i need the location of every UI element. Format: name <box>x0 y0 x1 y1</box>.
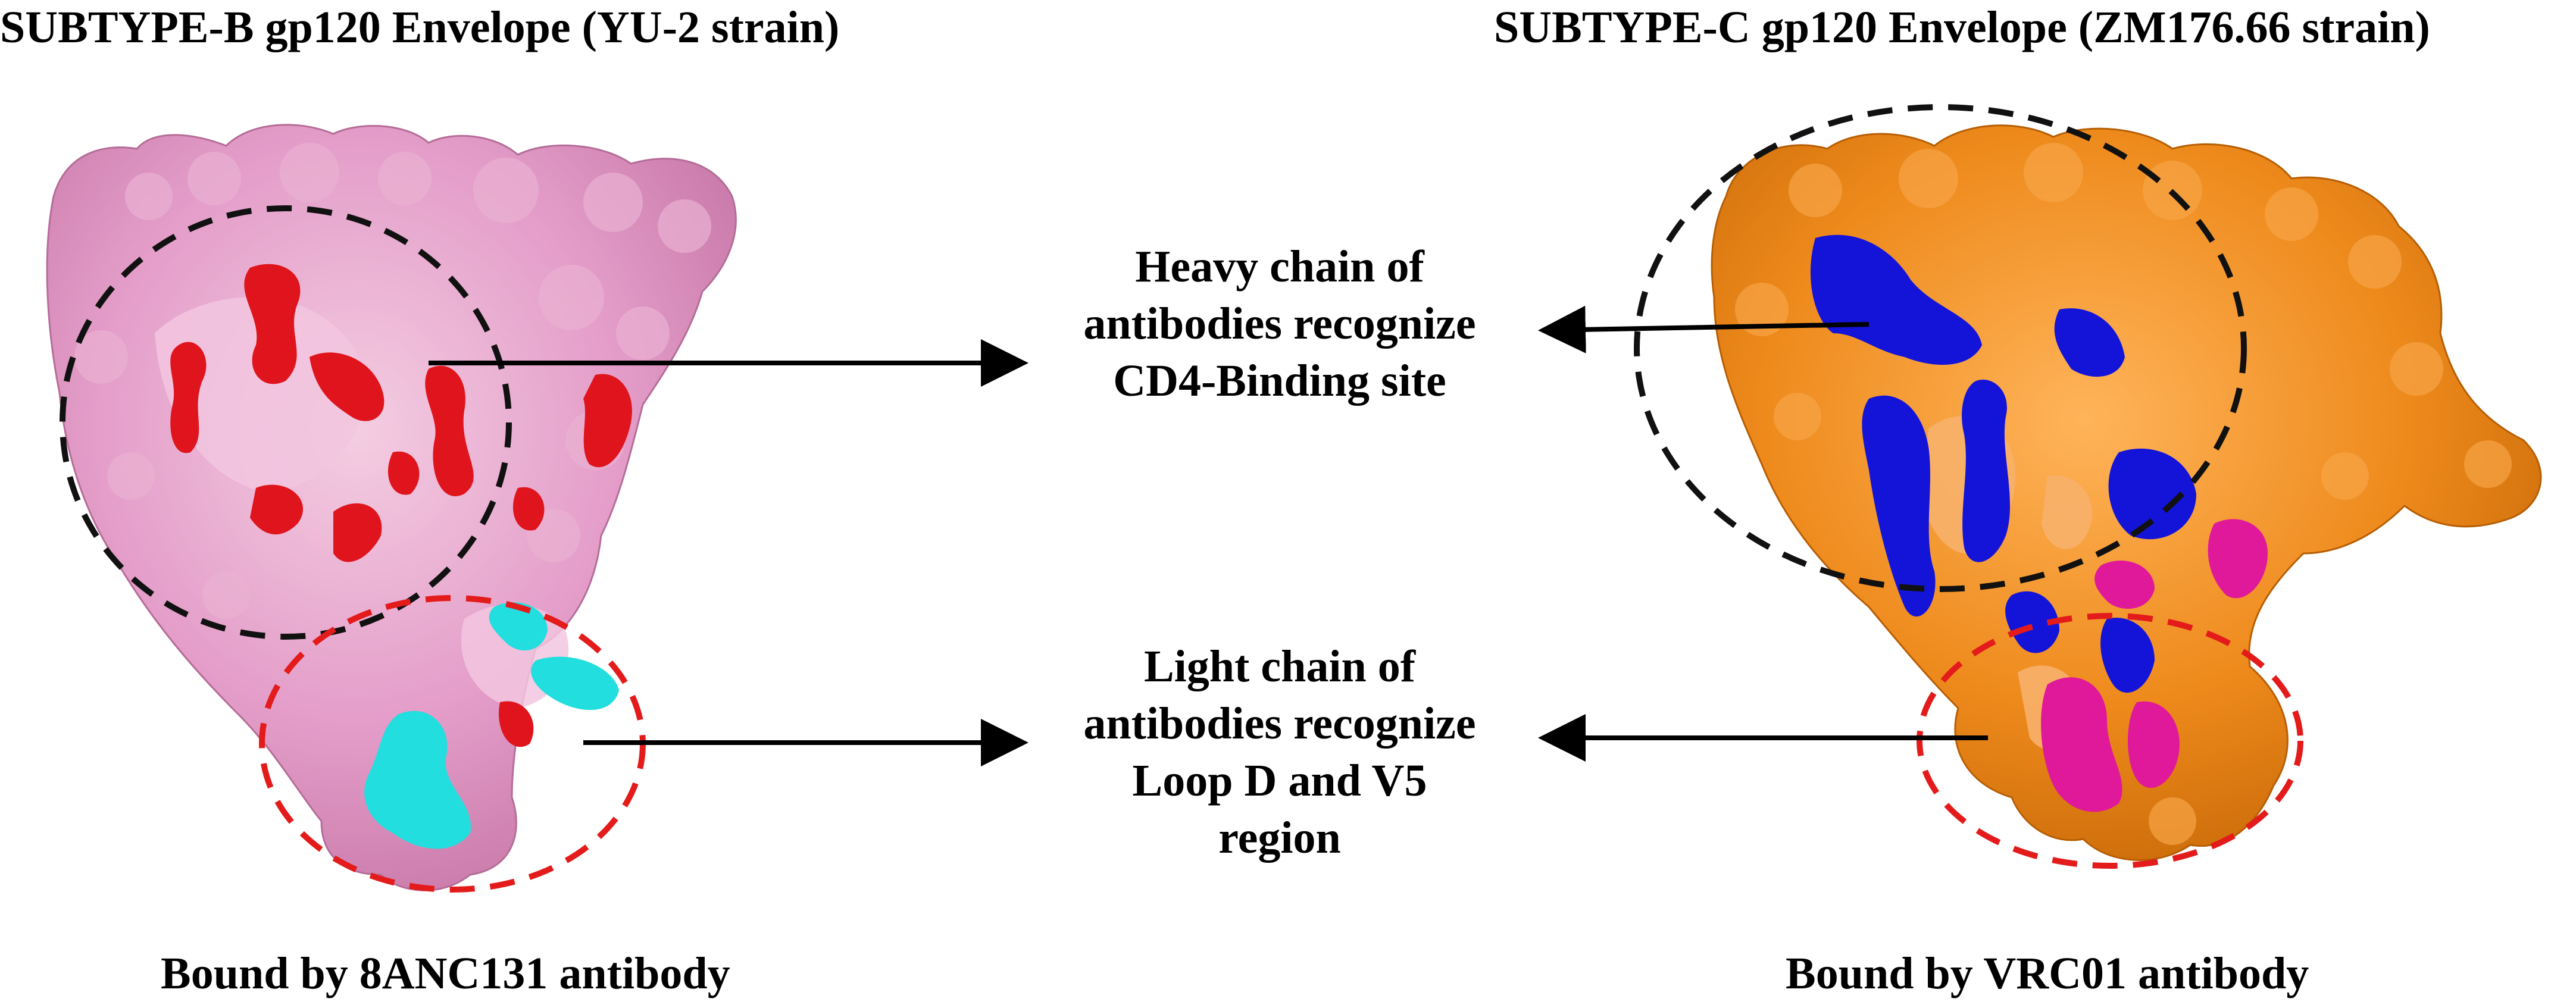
heavy-chain-label: Heavy chain of antibodies recognize CD4-… <box>1036 238 1524 409</box>
light-chain-label-line: Loop D and V5 <box>1132 756 1427 806</box>
light-chain-label: Light chain of antibodies recognize Loop… <box>1036 638 1524 866</box>
heavy-chain-label-line: Heavy chain of <box>1135 242 1424 292</box>
subtype-b-gp120-surface <box>46 124 737 893</box>
light-chain-label-line: antibodies recognize <box>1083 699 1476 749</box>
light-chain-label-line: Light chain of <box>1143 641 1416 691</box>
heavy-chain-label-line: antibodies recognize <box>1083 299 1476 349</box>
heavy-chain-epitope-circle-right <box>1634 104 2247 592</box>
heavy-chain-epitope-circle-left <box>60 205 512 640</box>
heavy-chain-arrow-right <box>1538 305 1870 353</box>
light-chain-epitope-circle-right <box>1917 613 2303 869</box>
left-panel-caption: Bound by 8ANC131 antibody <box>161 948 730 998</box>
left-panel-title: SUBTYPE-B gp120 Envelope (YU-2 strain) <box>0 2 840 52</box>
subtype-c-gp120-surface <box>1634 104 2542 869</box>
heavy-chain-label-line: CD4-Binding site <box>1113 356 1446 406</box>
right-panel-title: SUBTYPE-C gp120 Envelope (ZM176.66 strai… <box>1494 2 2430 52</box>
light-chain-label-line: region <box>1218 813 1341 863</box>
right-panel-caption: Bound by VRC01 antibody <box>1786 948 2309 998</box>
